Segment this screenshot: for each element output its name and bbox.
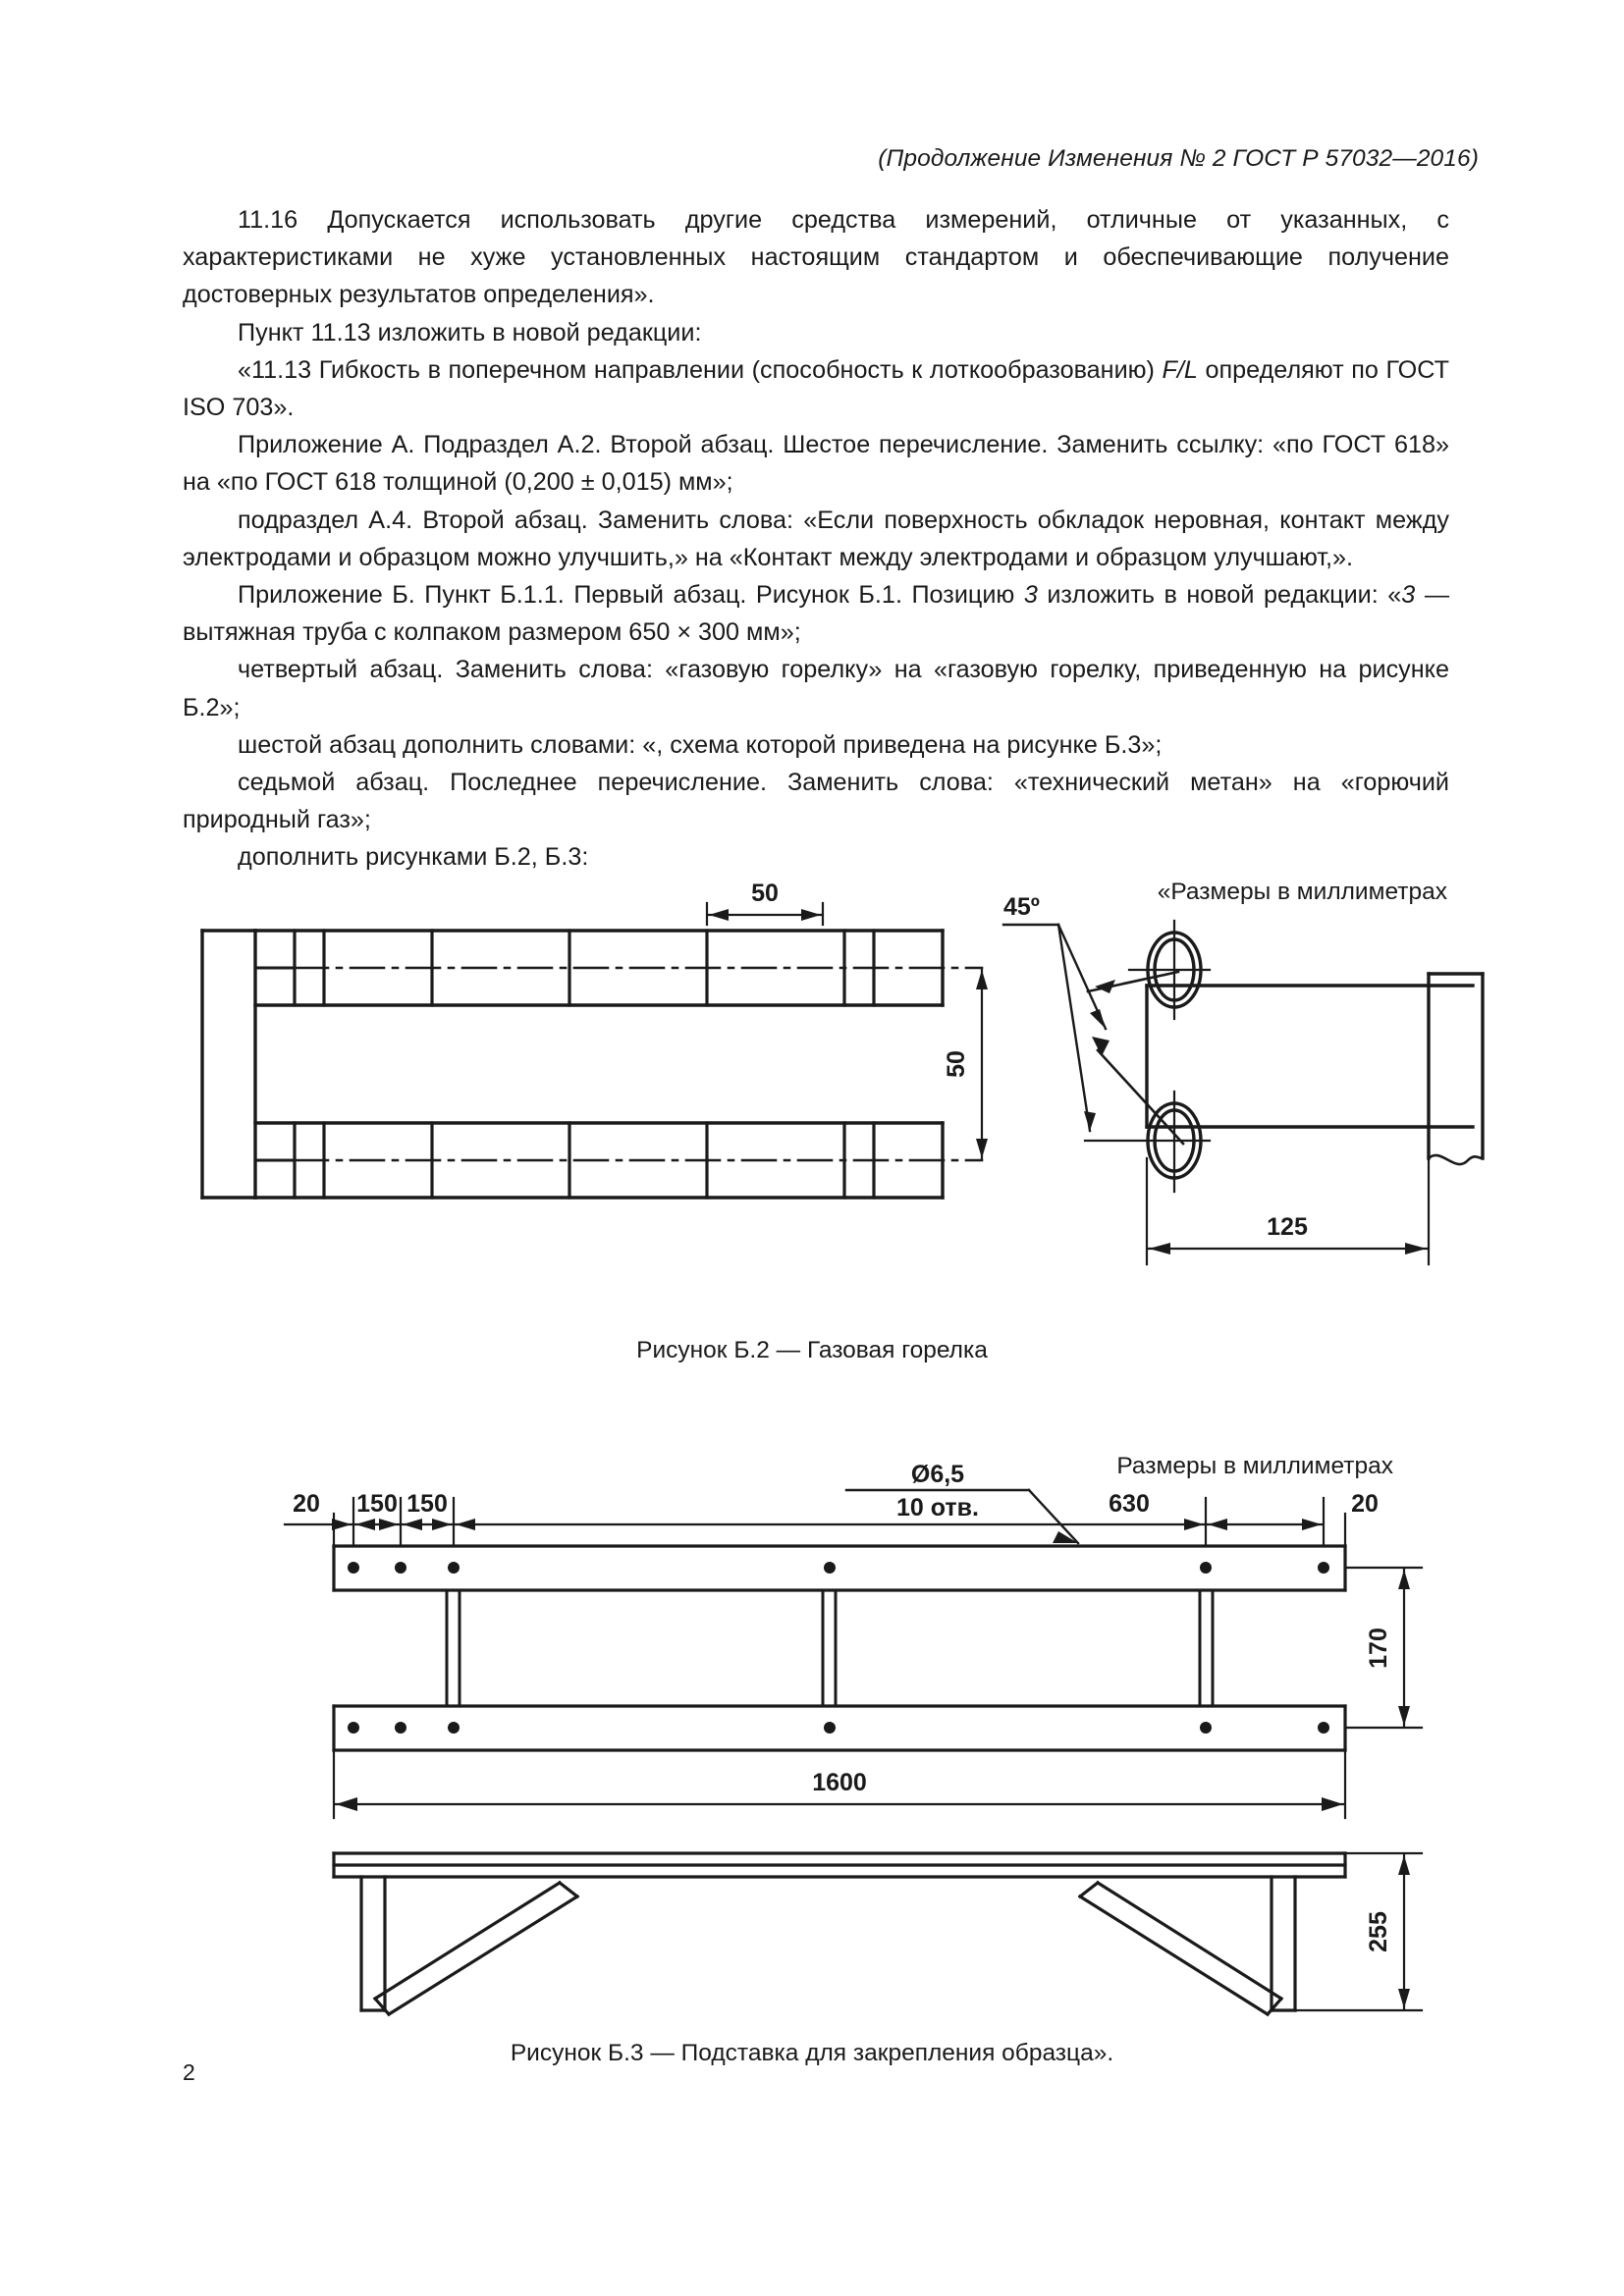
figure-b3-units-label: Размеры в миллиметрах [1116, 1453, 1393, 1479]
figure-b3-drawing: 20 150 150 630 20 Ø6,5 10 отв. [283, 1461, 1424, 2017]
figure-b3-caption: Рисунок Б.3 — Подставка для закрепления … [510, 2040, 1114, 2066]
figure-b2: «Размеры в миллиметрах [0, 864, 1624, 1414]
figure-b3-dim-margin-left: 20 [293, 1490, 320, 1518]
figure-b3: Размеры в миллиметрах [0, 1453, 1624, 2081]
paragraph-5: подраздел А.4. Второй абзац. Заменить сл… [183, 506, 1449, 571]
figure-b2-dim-offset: 125 [1267, 1213, 1308, 1241]
running-head: (Продолжение Изменения № 2 ГОСТ Р 57032—… [878, 145, 1479, 172]
figure-b3-dim-pitch-1: 150 [356, 1490, 398, 1518]
italic-symbol-fl: F/L [1162, 355, 1198, 384]
italic-item-3b: 3 [1401, 581, 1416, 610]
figure-b2-dim-angle: 45º [1003, 893, 1040, 921]
paragraph-4: Приложение А. Подраздел А.2. Второй абза… [183, 431, 1449, 497]
body-text: 11.16 Допускается использовать другие ср… [183, 201, 1449, 877]
paragraph-10: дополнить рисунками Б.2, Б.3: [238, 843, 589, 872]
figure-b3-dim-height: 255 [1365, 1911, 1392, 1952]
paragraph-8: шестой абзац дополнить словами: «, схема… [238, 730, 1163, 759]
paragraph-6: Приложение Б. Пункт Б.1.1. Первый абзац.… [183, 581, 1450, 647]
paragraph-2: Пункт 11.13 изложить в новой редакции: [238, 318, 702, 347]
figure-b3-dim-span-right: 630 [1109, 1490, 1150, 1518]
figure-b2-dim-arm-spacing: 50 [943, 1050, 970, 1078]
figure-b3-dim-total-length: 1600 [812, 1769, 867, 1796]
figure-b2-caption: Рисунок Б.2 — Газовая горелка [636, 1337, 988, 1363]
italic-item-3: 3 [1023, 581, 1038, 610]
figure-b2-dim-slot-width: 50 [751, 880, 779, 907]
paragraph-1: 11.16 Допускается использовать другие ср… [183, 206, 1449, 309]
paragraph-9: седьмой абзац. Последнее перечисление. З… [183, 769, 1449, 834]
figure-b3-dim-margin-right: 20 [1351, 1490, 1379, 1518]
figure-b2-drawing: 50 50 [200, 880, 1485, 1266]
figure-b3-hole-dia: Ø6,5 [911, 1461, 964, 1488]
figure-b2-units-label: «Размеры в миллиметрах [1157, 879, 1447, 905]
figure-b3-dim-pitch-2: 150 [406, 1490, 448, 1518]
figure-b3-dim-rail-gap: 170 [1365, 1628, 1392, 1669]
paragraph-3: «11.13 Гибкость в поперечном направлении… [183, 355, 1449, 422]
paragraph-7: четвертый абзац. Заменить слова: «газову… [183, 656, 1449, 721]
page-number: 2 [183, 2059, 195, 2085]
figure-b3-hole-count: 10 отв. [896, 1494, 979, 1522]
